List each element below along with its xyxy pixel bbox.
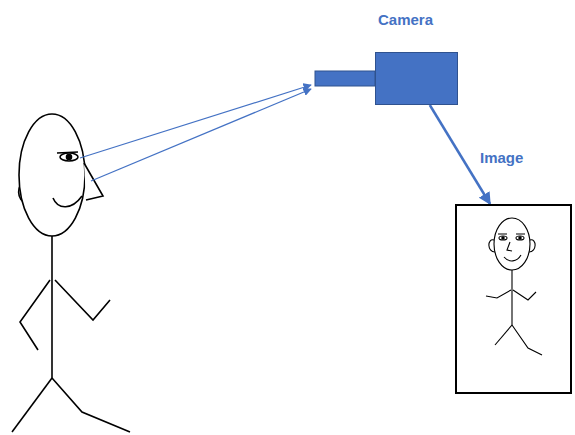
person-figure (12, 114, 130, 432)
image-frame: Image (455, 204, 572, 394)
image-figure (486, 218, 542, 355)
node-heading: Camera (378, 11, 433, 29)
sight-line (80, 85, 311, 158)
sight-line (91, 89, 311, 181)
camera-body: Camera (375, 52, 458, 105)
node-heading: Image (480, 149, 523, 167)
camera-lens (315, 71, 375, 86)
